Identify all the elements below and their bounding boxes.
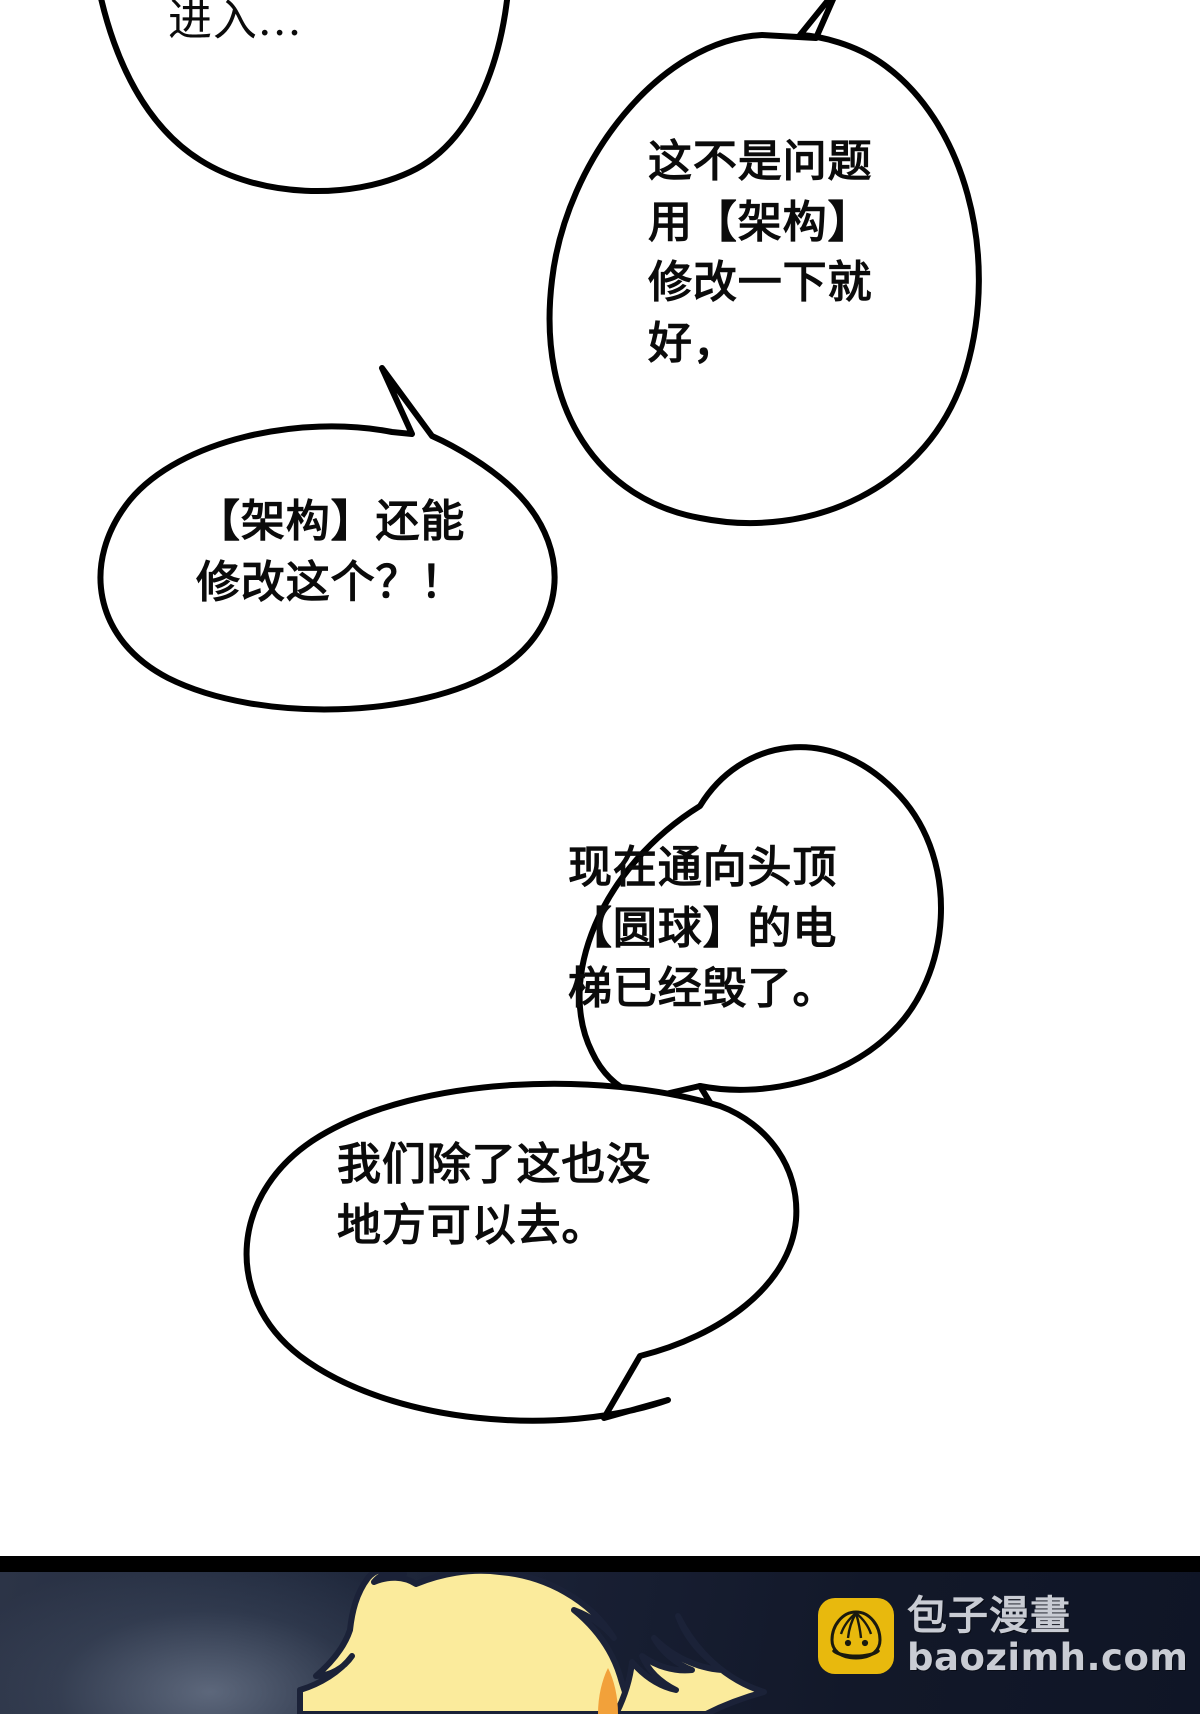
balloon-text-2: 这不是问题 用【架构】 修改一下就 好， (648, 136, 873, 370)
balloon-text-5: 我们除了这也没 地方可以去。 (337, 1139, 652, 1251)
balloon-text-3: 【架构】还能 修改这个？！ (196, 496, 466, 608)
bottom-comic-panel: 包子漫畫 baozimh.com (0, 1572, 1200, 1714)
balloon-text-1: 进入... (168, 0, 303, 46)
panel-top-bar (0, 1556, 1200, 1572)
character-hair-artwork (297, 1572, 767, 1714)
balloon-text-4: 现在通向头顶 【圆球】的电 梯已经毁了。 (568, 842, 838, 1015)
panel-gutter (0, 1550, 1200, 1556)
baozi-bun-icon (818, 1598, 894, 1674)
watermark-url: baozimh.com (907, 1636, 1189, 1679)
watermark: 包子漫畫 baozimh.com (818, 1596, 1188, 1676)
watermark-text: 包子漫畫 baozimh.com (907, 1596, 1188, 1676)
watermark-brand-cn: 包子漫畫 (907, 1593, 1071, 1639)
